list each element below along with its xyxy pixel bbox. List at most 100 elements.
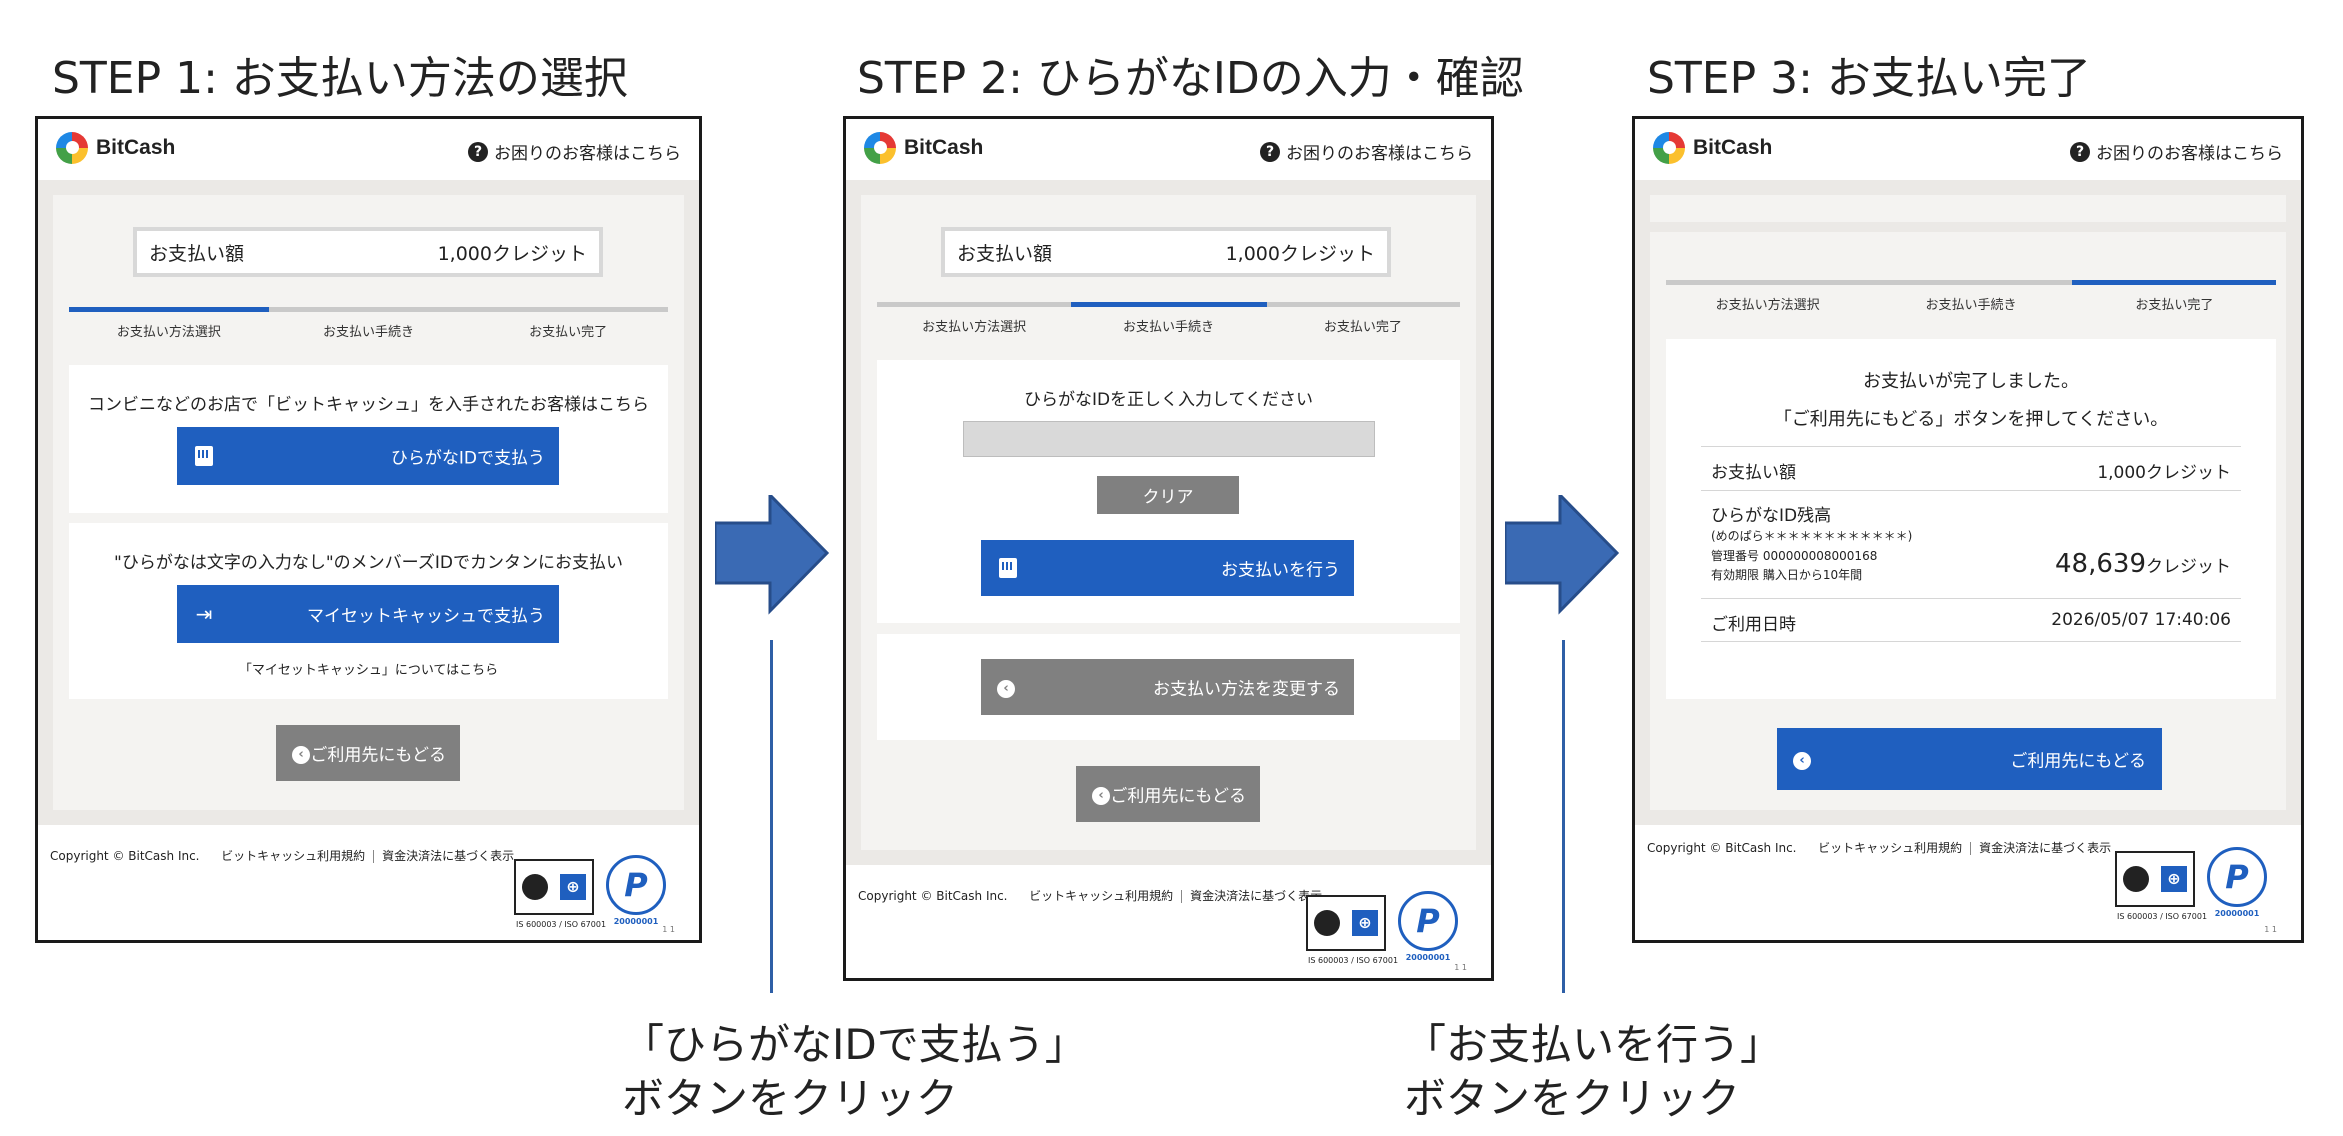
date-label: ご利用日時 bbox=[1711, 615, 1796, 635]
page-mark: 1 1 bbox=[1454, 963, 1467, 972]
content-area: お支払い額 1,000クレジット お支払い方法選択 お支払い手続き お支払い完了… bbox=[846, 180, 1491, 865]
pmark-number: 20000001 bbox=[2214, 909, 2260, 918]
iso-badge: ⊕ IS 600003 / ISO 67001 bbox=[1306, 895, 1398, 965]
iso-badge: ⊕ IS 600003 / ISO 67001 bbox=[514, 859, 606, 929]
back-button[interactable]: ‹ ご利用先にもどる bbox=[1777, 728, 2162, 790]
progress-bar bbox=[877, 302, 1460, 307]
chevron-left-icon: ‹ bbox=[292, 743, 310, 764]
jis-icon: ⊕ bbox=[560, 874, 586, 900]
step3-title: STEP 3: お支払い完了 bbox=[1647, 53, 2091, 104]
card-icon bbox=[999, 558, 1017, 578]
footer: Copyright © BitCash Inc. ビットキャッシュ利用規約 資金決… bbox=[846, 865, 1491, 978]
progress-step-1: お支払い方法選択 bbox=[116, 325, 221, 340]
content-area: お支払い方法選択 お支払い手続き お支払い完了 お支払いが完了しました。 「ご利… bbox=[1635, 180, 2301, 825]
terms-link[interactable]: ビットキャッシュ利用規約 bbox=[1818, 841, 1963, 855]
clear-button[interactable]: クリア bbox=[1097, 476, 1239, 514]
progress-step-2: お支払い手続き bbox=[323, 325, 415, 340]
brand-name: BitCash bbox=[904, 136, 984, 159]
caption-1-line-1: 「ひらがなIDで支払う」 bbox=[622, 1020, 1087, 1069]
balance-value: 48,639クレジット bbox=[2055, 549, 2231, 579]
help-link[interactable]: ? お困りのお客様はこちら bbox=[2070, 139, 2283, 164]
pay-button[interactable]: お支払いを行う bbox=[981, 540, 1354, 596]
myset-pay-label: マイセットキャッシュで支払う bbox=[307, 606, 545, 627]
header: BitCash ? お困りのお客様はこちら bbox=[1635, 119, 2301, 180]
page-mark: 1 1 bbox=[662, 925, 675, 934]
seal-icon bbox=[2123, 866, 2149, 892]
footer-links: Copyright © BitCash Inc. ビットキャッシュ利用規約 資金決… bbox=[1647, 839, 2111, 856]
iso-cert-text: IS 600003 / ISO 67001 bbox=[1308, 956, 1399, 965]
terms-link[interactable]: ビットキャッシュ利用規約 bbox=[221, 849, 366, 863]
progress-step-2: お支払い手続き bbox=[1122, 320, 1214, 335]
iso-badge: ⊕ IS 600003 / ISO 67001 bbox=[2115, 851, 2207, 921]
myset-pay-button[interactable]: ⇥ マイセットキャッシュで支払う bbox=[177, 585, 559, 643]
iso-cert-text: IS 600003 / ISO 67001 bbox=[2117, 912, 2208, 921]
caption-2: 「お支払いを行う」 ボタンをクリック bbox=[1404, 1018, 1782, 1126]
amount-box: お支払い額 1,000クレジット bbox=[133, 227, 603, 277]
hiragana-id-input[interactable] bbox=[963, 421, 1375, 457]
terms-link[interactable]: ビットキャッシュ利用規約 bbox=[1029, 889, 1174, 903]
completion-card: お支払いが完了しました。 「ご利用先にもどる」ボタンを押してください。 お支払い… bbox=[1666, 339, 2276, 699]
change-method-button[interactable]: ‹ お支払い方法を変更する bbox=[981, 659, 1354, 715]
amount-value: 1,000クレジット bbox=[437, 242, 587, 265]
footer-links: Copyright © BitCash Inc. ビットキャッシュ利用規約資金決… bbox=[50, 847, 514, 864]
back-button[interactable]: ‹ ご利用先にもどる bbox=[276, 725, 460, 781]
brand-name: BitCash bbox=[96, 136, 176, 159]
seal-icon bbox=[1314, 910, 1340, 936]
amount-label: お支払い額 bbox=[957, 242, 1053, 265]
help-link[interactable]: ? お困りのお客様はこちら bbox=[468, 139, 681, 164]
amount-label: お支払い額 bbox=[149, 242, 245, 265]
input-instruction: ひらがなIDを正しく入力してください bbox=[1023, 390, 1314, 410]
bitcash-logo[interactable]: BitCash bbox=[1653, 132, 1772, 164]
myset-card-text: "ひらがなは文字の入力なし"のメンバーズIDでカンタンにお支払い bbox=[114, 553, 623, 573]
bitcash-logo[interactable]: BitCash bbox=[56, 132, 175, 164]
myset-card: "ひらがなは文字の入力なし"のメンバーズIDでカンタンにお支払い ⇥ マイセット… bbox=[69, 523, 668, 699]
pmark-number: 20000001 bbox=[1405, 953, 1451, 962]
step1-title: STEP 1: お支払い方法の選択 bbox=[52, 53, 628, 104]
law-link[interactable]: 資金決済法に基づく表示 bbox=[1190, 889, 1323, 903]
balance-label: ひらがなID残高 bbox=[1711, 506, 1832, 526]
header: BitCash ? お困りのお客様はこちら bbox=[846, 119, 1491, 180]
hiragana-input-card: ひらがなIDを正しく入力してください クリア お支払いを行う bbox=[877, 360, 1460, 623]
footer-links: Copyright © BitCash Inc. ビットキャッシュ利用規約 資金決… bbox=[858, 887, 1322, 904]
header: BitCash ? お困りのお客様はこちら bbox=[38, 119, 699, 180]
hiragana-pay-button[interactable]: ひらがなIDで支払う bbox=[177, 427, 559, 485]
back-label: ご利用先にもどる bbox=[310, 745, 446, 766]
bitcash-logo[interactable]: BitCash bbox=[864, 132, 983, 164]
jis-icon: ⊕ bbox=[2161, 866, 2187, 892]
page-mark: 1 1 bbox=[2264, 925, 2277, 934]
connector-line-1 bbox=[770, 640, 773, 993]
progress-labels: お支払い方法選択 お支払い手続き お支払い完了 bbox=[877, 316, 1460, 335]
change-method-card: ‹ お支払い方法を変更する bbox=[877, 634, 1460, 740]
progress-step-3: お支払い完了 bbox=[1323, 320, 1402, 335]
progress-step-1: お支払い方法選択 bbox=[922, 320, 1027, 335]
jis-icon: ⊕ bbox=[1352, 910, 1378, 936]
copyright: Copyright © BitCash Inc. bbox=[858, 889, 1008, 903]
law-link[interactable]: 資金決済法に基づく表示 bbox=[382, 849, 515, 863]
help-link[interactable]: ? お困りのお客様はこちら bbox=[1260, 139, 1473, 164]
date-value: 2026/05/07 17:40:06 bbox=[2051, 610, 2231, 630]
caption-2-line-1: 「お支払いを行う」 bbox=[1404, 1020, 1783, 1069]
clear-label: クリア bbox=[1142, 487, 1194, 508]
step2-panel: BitCash ? お困りのお客様はこちら お支払い額 1,000クレジット お… bbox=[843, 116, 1494, 981]
done-message-1: お支払いが完了しました。 bbox=[1863, 371, 2079, 392]
expiry-text: 有効期限 購入日から10年間 bbox=[1711, 568, 1863, 582]
connector-line-2 bbox=[1562, 640, 1565, 993]
copyright: Copyright © BitCash Inc. bbox=[1647, 841, 1797, 855]
bitcash-logo-icon bbox=[56, 132, 88, 164]
myset-info-link[interactable]: 「マイセットキャッシュ」についてはこちら bbox=[238, 663, 499, 678]
footer: Copyright © BitCash Inc. ビットキャッシュ利用規約資金決… bbox=[38, 825, 699, 940]
back-button[interactable]: ‹ ご利用先にもどる bbox=[1076, 766, 1260, 822]
progress-step-3: お支払い完了 bbox=[529, 325, 608, 340]
chevron-left-icon: ‹ bbox=[997, 677, 1015, 698]
caption-1: 「ひらがなIDで支払う」 ボタンをクリック bbox=[622, 1018, 1087, 1126]
seal-icon bbox=[522, 874, 548, 900]
caption-2-line-2: ボタンをクリック bbox=[1404, 1074, 1741, 1123]
question-icon: ? bbox=[468, 141, 488, 162]
brand-name: BitCash bbox=[1693, 136, 1773, 159]
law-link[interactable]: 資金決済法に基づく表示 bbox=[1979, 841, 2112, 855]
